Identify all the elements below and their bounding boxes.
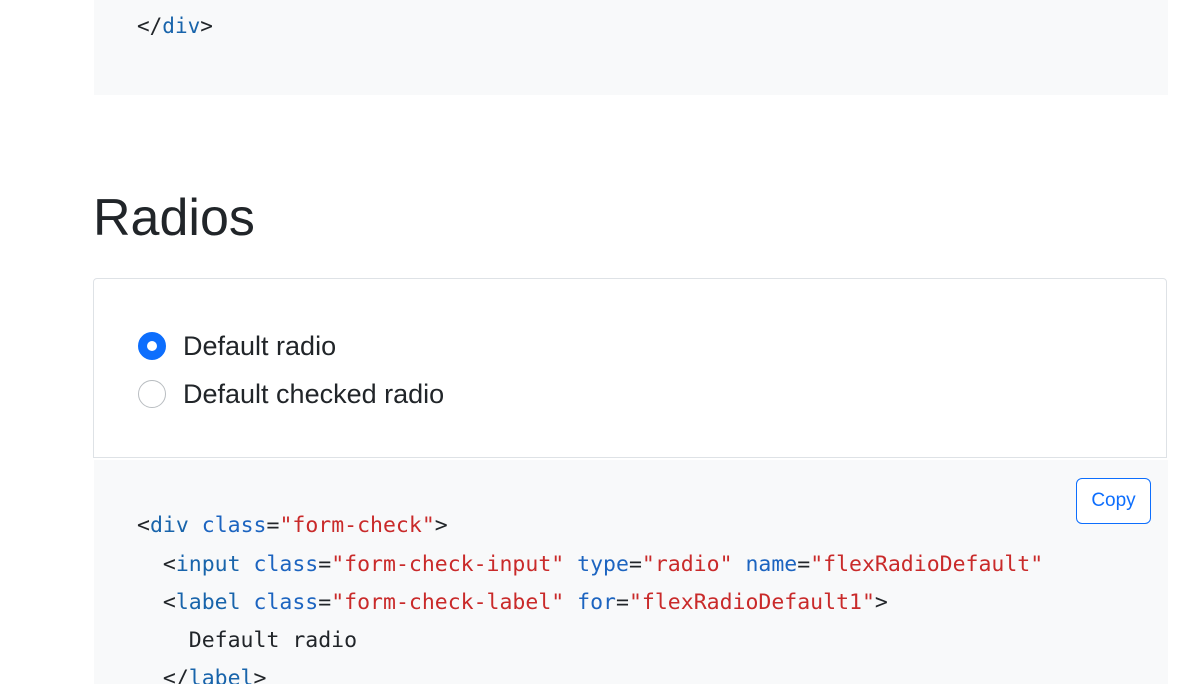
code-punct: < (162, 552, 176, 577)
code-string: "radio" (641, 552, 733, 577)
radios-example: Default radio Default checked radio (93, 278, 1167, 458)
code-line: <div class="form-check"> (137, 513, 448, 539)
copy-button[interactable]: Copy (1076, 478, 1151, 524)
code-string: "form-check" (279, 513, 435, 538)
code-tag-name: div (149, 513, 189, 538)
code-punct: > (434, 513, 448, 538)
code-tag-name: div (162, 14, 201, 38)
code-line: <input class="form-check-input" type="ra… (162, 552, 1044, 577)
code-text: Default radio (188, 628, 358, 653)
radios-code-block: Copy <div class="form-check"> <input cla… (94, 460, 1168, 684)
code-punct: = (266, 513, 280, 538)
radio-label[interactable]: Default checked radio (183, 379, 445, 409)
radio-label[interactable]: Default radio (183, 331, 337, 361)
code-line: Default radio (137, 628, 357, 654)
code-tag-name: label (188, 666, 254, 684)
code-attr: class (253, 552, 319, 577)
code-punct: </ (137, 14, 163, 38)
code-string: "flexRadioDefault" (810, 552, 1044, 577)
code-tag-name: label (175, 590, 241, 615)
section-title: Radios (93, 189, 255, 247)
code-attr: for (577, 590, 617, 615)
radio-default[interactable]: Default radio (138, 331, 336, 361)
code-line: </div> (137, 14, 213, 38)
code-punct: > (253, 666, 267, 684)
code-attr: type (577, 552, 629, 577)
radio-default-checked[interactable]: Default checked radio (138, 379, 444, 409)
code-tag-name: input (175, 552, 241, 577)
code-attr: name (745, 552, 798, 577)
code-attr: class (201, 513, 267, 538)
code-punct: </ (162, 666, 189, 684)
code-punct: > (200, 14, 213, 38)
code-punct: < (137, 513, 150, 538)
code-string: "form-check-input" (331, 552, 565, 577)
code-line: <label class="form-check-label" for="fle… (162, 590, 888, 615)
code-punct: < (162, 590, 176, 615)
radio-checked-icon[interactable] (138, 332, 166, 360)
code-string: "form-check-label" (331, 590, 565, 615)
previous-code-block: </div> (94, 0, 1168, 95)
code-attr: class (253, 590, 319, 615)
code-line: </label> (137, 666, 267, 684)
code-punct: > (874, 590, 888, 615)
code-string: "flexRadioDefault1" (628, 590, 875, 615)
radio-unchecked-icon[interactable] (138, 380, 166, 408)
